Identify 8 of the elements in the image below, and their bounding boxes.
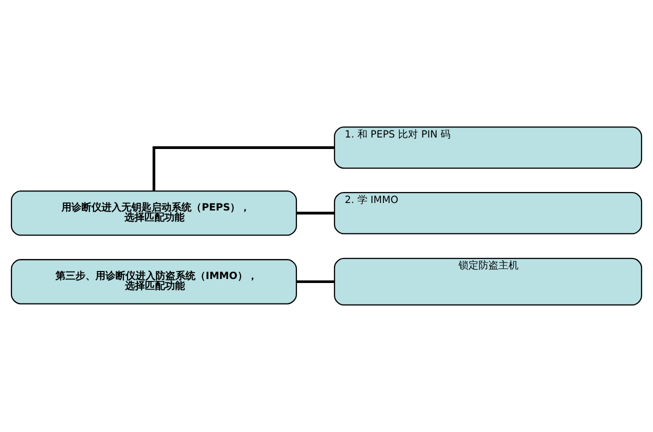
- node-box: 锁定防盗主机: [334, 258, 642, 306]
- connector: [296, 212, 334, 214]
- node-box: 1. 和 PEPS 比对 PIN 码: [334, 126, 642, 169]
- connector: [152, 146, 334, 191]
- node-box: 2. 学 IMMO: [334, 192, 642, 234]
- node-box: 用诊断仪进入无钥匙启动系统（PEPS），选择匹配功能: [10, 190, 297, 236]
- node-box: 第三步、用诊断仪进入防盗系统（IMMO），选择匹配功能: [10, 259, 297, 304]
- connector: [296, 280, 334, 284]
